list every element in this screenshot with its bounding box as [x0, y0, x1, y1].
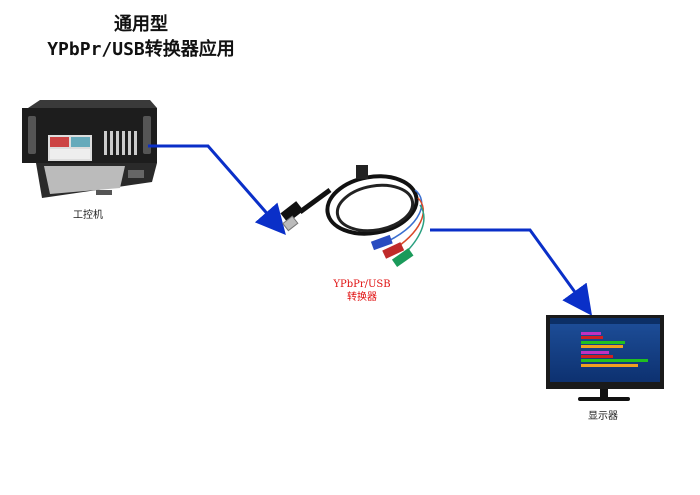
monitor-label: 显示器: [588, 411, 618, 422]
ypbpr-usb-converter-image: [280, 165, 425, 268]
arrow-converter-to-monitor: [430, 228, 593, 316]
monitor-image: [546, 315, 664, 401]
industrial-pc-image: [22, 100, 157, 198]
converter-label-line1: YPbPr/USB: [333, 279, 391, 290]
converter-label-line2: 转换器: [347, 292, 377, 303]
arrow-pc-to-converter: [148, 144, 286, 236]
pc-label: 工控机: [73, 210, 103, 221]
title-line1: 通用型: [114, 14, 168, 35]
title-line2: YPbPr/USB转换器应用: [47, 39, 235, 60]
